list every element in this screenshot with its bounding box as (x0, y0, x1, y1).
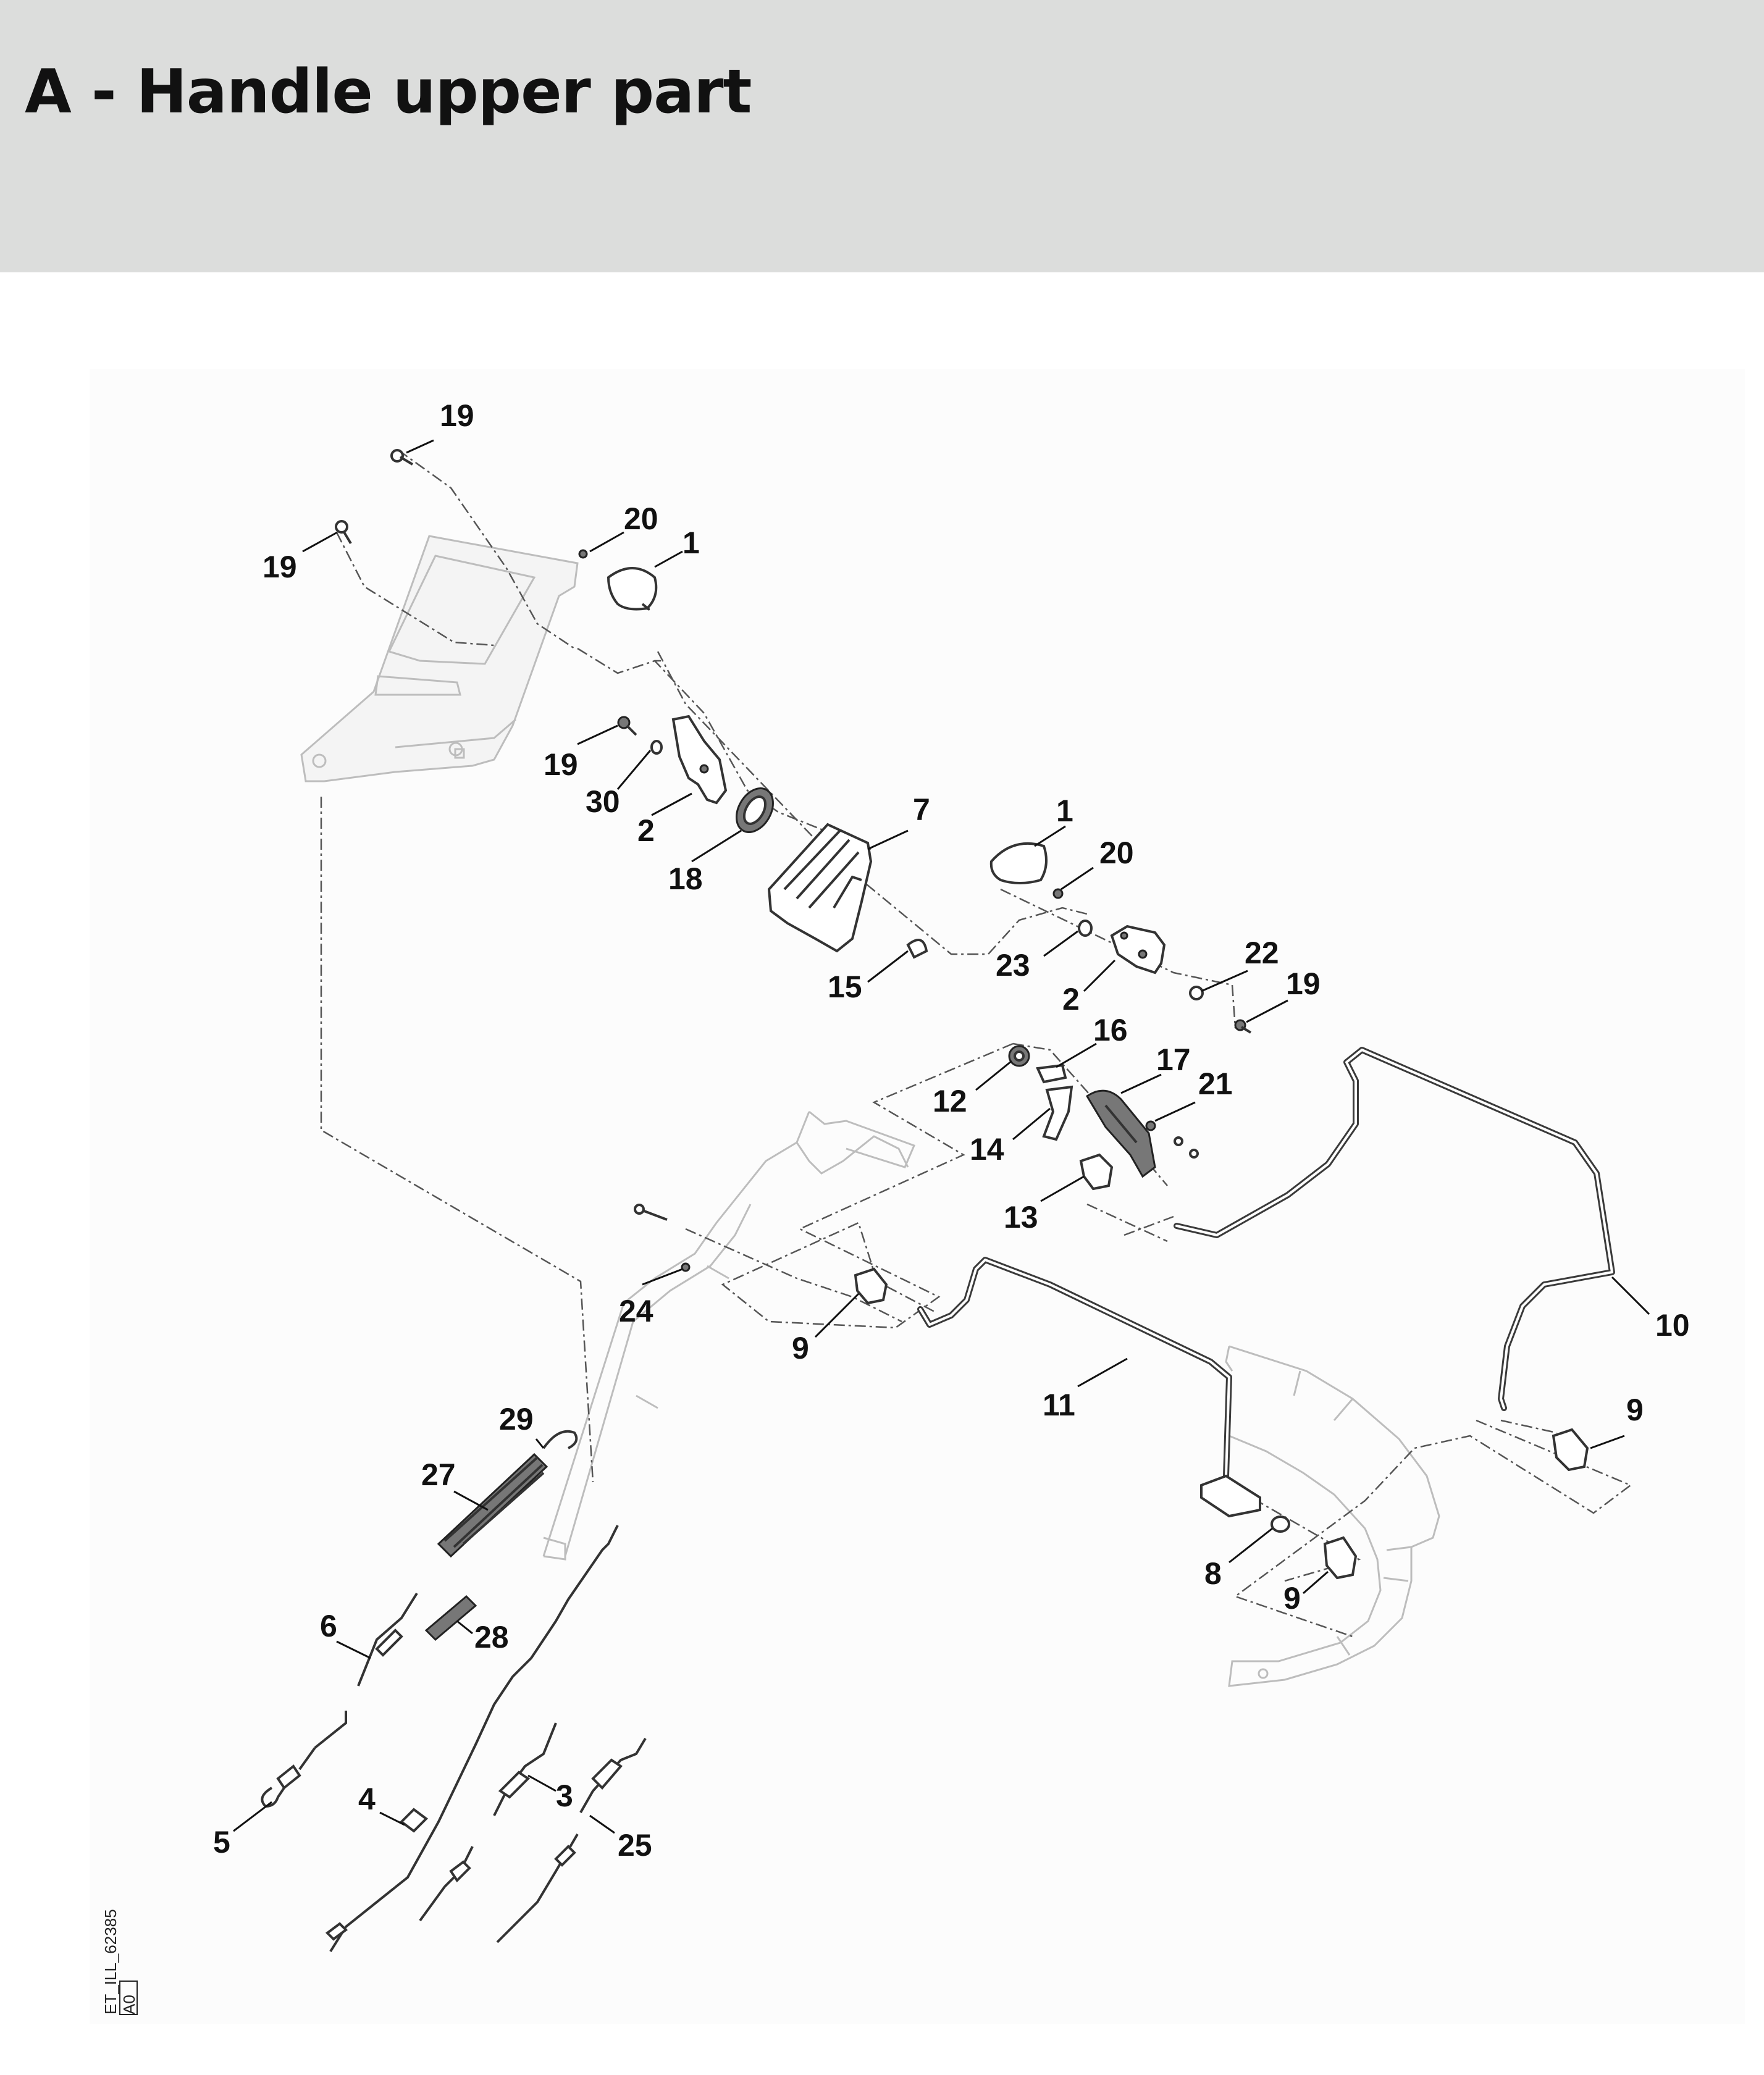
clip-15 (906, 939, 928, 959)
leader-lines (233, 439, 1650, 1834)
drawing-code: ET_ILL_62385 (101, 1909, 120, 2014)
spring-27 (437, 1452, 548, 1558)
callout-label: 19 (262, 550, 297, 584)
callout-label: 15 (828, 970, 862, 1004)
drawing-revision: A0 (120, 1995, 138, 2014)
page-header: A - Handle upper part (0, 0, 1764, 272)
cable-end-5 (261, 1711, 347, 1808)
callout-label: 29 (499, 1402, 534, 1436)
callout-label: 5 (213, 1825, 230, 1859)
screw-19-top (390, 449, 414, 466)
lever-14 (1042, 1085, 1073, 1141)
callout-label: 25 (618, 1828, 652, 1863)
rod-11 (917, 1257, 1261, 1518)
callout-label: 2 (1062, 982, 1080, 1017)
callout-label: 17 (1156, 1042, 1191, 1077)
cable-6 (357, 1592, 418, 1687)
nut-12 (1008, 1045, 1030, 1067)
callout-label: 13 (1004, 1200, 1038, 1235)
callout-label: 23 (996, 948, 1030, 983)
callout-label: 19 (1286, 966, 1321, 1001)
washer-23 (1078, 920, 1093, 937)
screw-21 (1145, 1120, 1199, 1159)
bushing-9-left (854, 1267, 888, 1305)
callout-label: 19 (544, 747, 578, 782)
callout-label: 3 (556, 1779, 573, 1813)
drawing-code-block: ET_ILL_62385 A0 (101, 1909, 138, 2015)
callout-label: 19 (440, 398, 474, 433)
callout-label: 22 (1245, 936, 1279, 970)
callout-label: 18 (668, 861, 703, 896)
callout-label: 6 (320, 1609, 337, 1643)
screw-19-left (335, 520, 352, 545)
handle-bar-left (542, 1110, 916, 1561)
callout-label: 12 (933, 1084, 967, 1118)
bushing-9-right (1552, 1428, 1589, 1472)
washer-22 (1189, 986, 1204, 1000)
bracket-2-right (1110, 924, 1166, 975)
gear-wheel-18 (736, 787, 774, 833)
callout-label: 9 (1283, 1581, 1301, 1616)
bolt-24 (634, 1204, 691, 1272)
spring-28 (424, 1595, 477, 1641)
housing-7 (767, 823, 873, 953)
spacer-8 (1270, 1515, 1290, 1533)
callout-label: 8 (1204, 1556, 1222, 1591)
assembly-lines (320, 449, 1632, 1638)
screw-19-mid (617, 716, 637, 736)
screw-20-right (1052, 888, 1064, 899)
callout-label: 30 (586, 784, 620, 819)
callout-label: 20 (624, 501, 658, 536)
knob-1-top (607, 567, 658, 611)
washer-30 (650, 740, 663, 755)
callout-label: 4 (358, 1782, 376, 1816)
grip-lever-17 (1085, 1089, 1156, 1178)
callout-label: 1 (682, 526, 700, 560)
callout-label: 21 (1198, 1067, 1233, 1101)
bushing-9-bottom (1323, 1536, 1358, 1580)
callout-label: 1 (1056, 794, 1073, 828)
callout-label: 11 (1043, 1388, 1075, 1422)
callout-label: 10 (1655, 1308, 1690, 1343)
bracket-13 (1079, 1153, 1114, 1191)
handle-bar-right (1225, 1345, 1440, 1687)
callout-label: 28 (474, 1620, 509, 1654)
callout-label: 9 (792, 1331, 809, 1365)
screw-20-top (578, 549, 588, 559)
rod-10 (1174, 1047, 1615, 1411)
callout-label: 20 (1099, 836, 1134, 870)
callout-label: 2 (637, 813, 655, 848)
bracket-2-left (671, 715, 728, 805)
callout-label: 16 (1093, 1013, 1128, 1047)
page-title: A - Handle upper part (25, 57, 752, 127)
cable-25 (496, 1737, 647, 1943)
callout-label: 14 (970, 1132, 1004, 1167)
pin-16 (1036, 1063, 1067, 1084)
cable-3 (419, 1722, 557, 1922)
callout-label: 24 (619, 1294, 653, 1328)
cable-4 (325, 1525, 619, 1953)
knob-1-right (989, 842, 1048, 884)
screw-19-right (1234, 1019, 1252, 1034)
diagram-canvas (90, 369, 1745, 2024)
control-panel-cover (300, 535, 579, 782)
callout-labels: 19 19 20 1 19 30 2 18 7 1 20 15 23 2 22 … (213, 398, 1690, 1863)
callout-label: 7 (913, 792, 930, 827)
hook-29 (542, 1430, 578, 1449)
callout-label: 27 (421, 1457, 456, 1492)
callout-label: 9 (1626, 1393, 1644, 1427)
